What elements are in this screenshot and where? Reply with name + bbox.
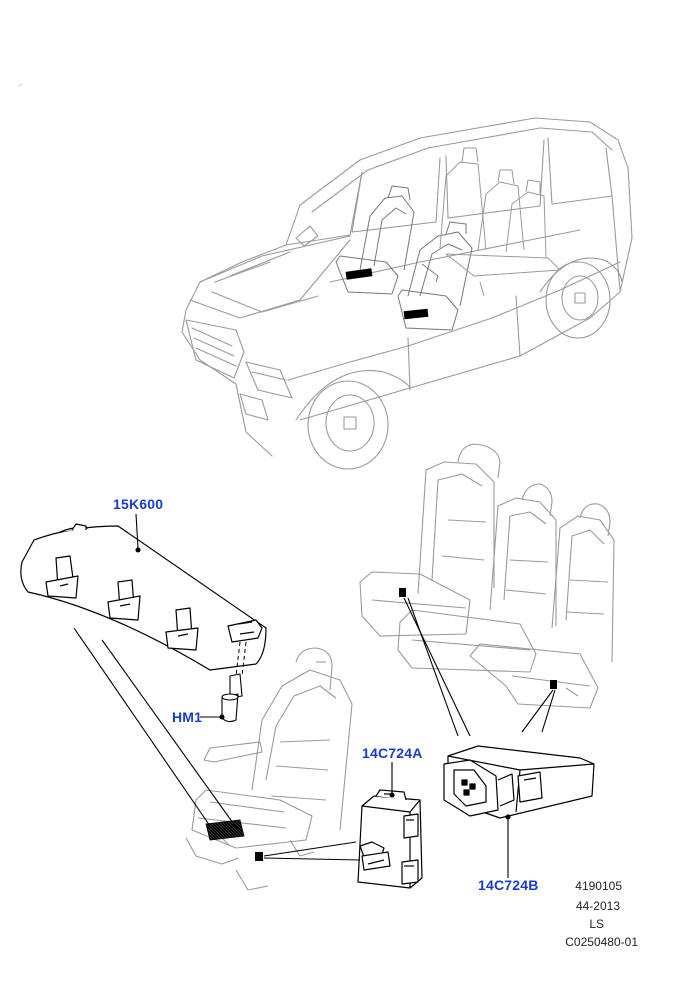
label-15K600[interactable]: 15K600 [113,496,164,512]
sensor-mat-lead [235,641,247,677]
harness-connector[interactable] [221,673,243,723]
front-seat-sensor-highlights [205,819,263,861]
rear-seat-sensor-highlights [399,588,557,689]
illustration-number: 4190105 [575,879,622,893]
vehicle-outline [181,117,633,470]
vehicle-rear-seats [439,147,561,297]
region-code: LS [589,917,604,931]
stray-mark [17,83,23,87]
seat-sensor-mat[interactable] [20,523,267,671]
label-14C724B[interactable]: 14C724B [478,877,539,893]
leader-lines [73,513,556,878]
catalog-code: C0250480-01 [565,935,638,949]
vehicle-front-seat-sensor-highlights [345,268,429,320]
vehicle-front-seats [335,185,473,331]
occupancy-module-front[interactable] [357,789,423,889]
label-14C724A[interactable]: 14C724A [362,745,423,761]
front-seat-outline [185,647,353,891]
date-code: 44-2013 [575,899,620,913]
rear-seat-outline [359,443,615,709]
occupancy-module-rear[interactable] [443,745,595,819]
label-HM1[interactable]: HM1 [172,709,203,725]
